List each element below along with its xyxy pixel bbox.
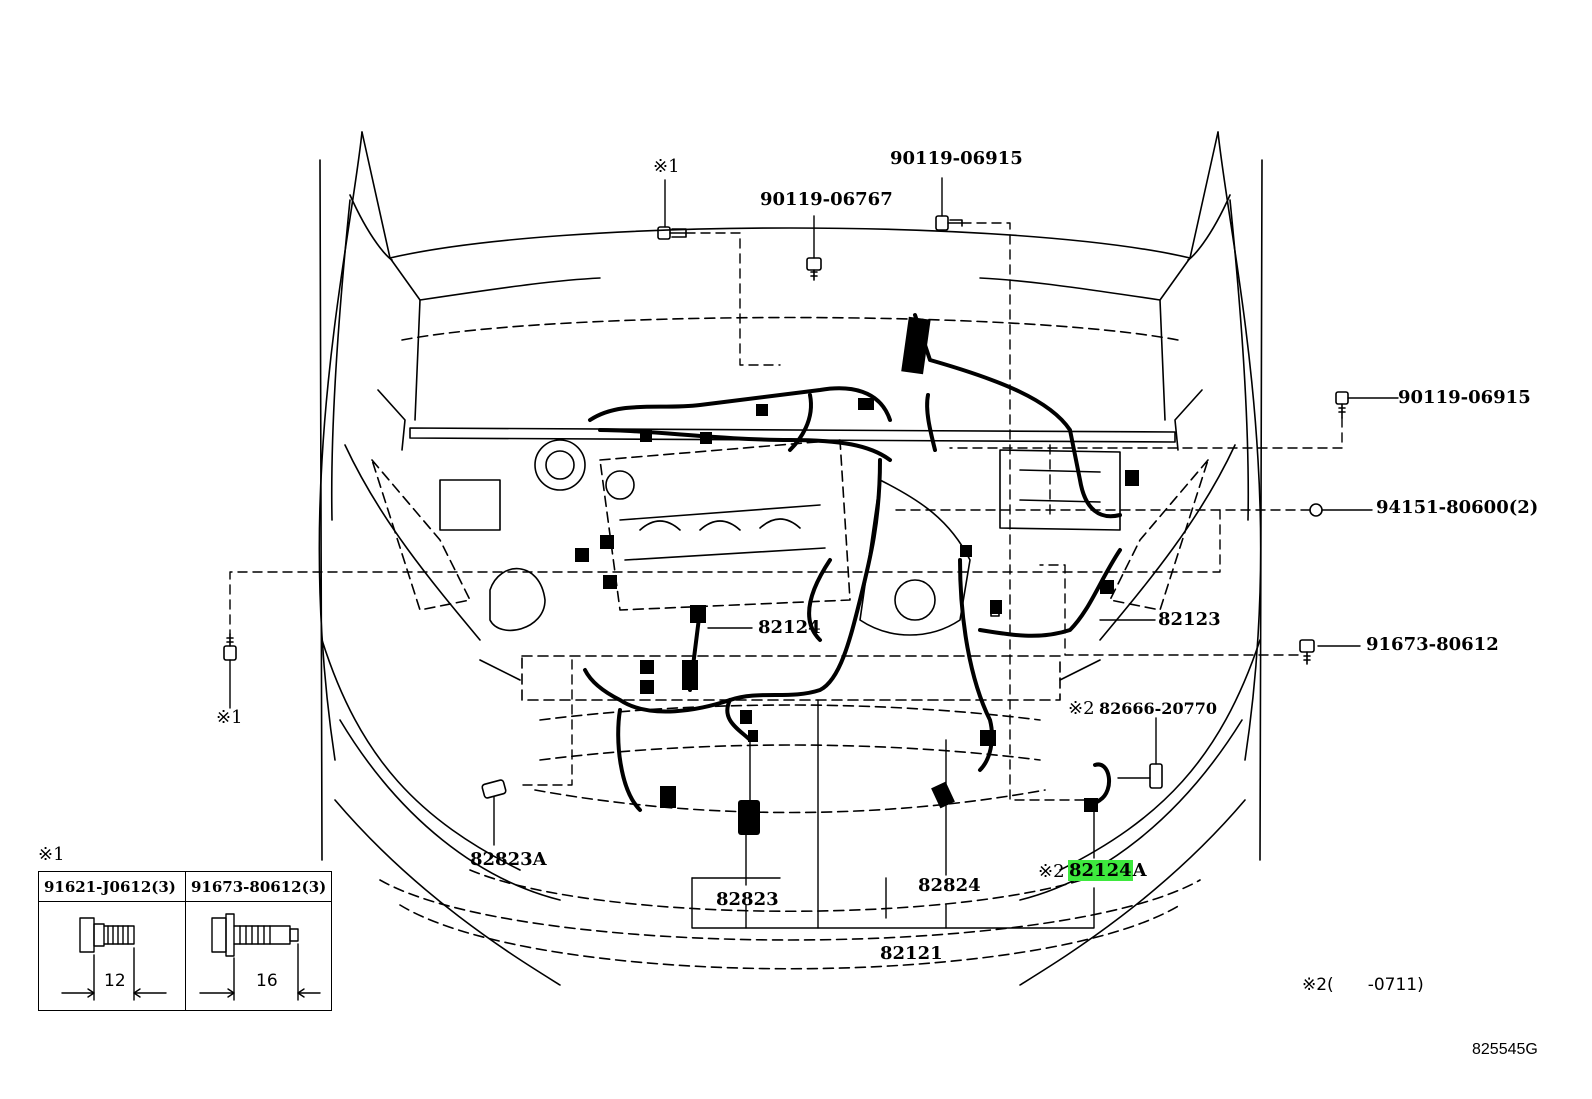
- legend-bolt-drawings: [61, 913, 321, 1001]
- wire-harness: [583, 313, 1122, 812]
- note2-82124A-label: ※2: [1038, 861, 1065, 882]
- legend-part-1: 91621-J0612(3): [44, 878, 176, 896]
- leader-lines: [229, 177, 1399, 929]
- legend-part-2: 91673-80612(3): [191, 878, 327, 896]
- figure-reference-number: 825545G: [1472, 1041, 1538, 1058]
- part-suffix: A: [1132, 860, 1147, 881]
- legend-column-divider: [185, 872, 186, 1010]
- footnote-note2: ※2( -0711): [1302, 975, 1424, 995]
- note2-82666-label: ※2: [1068, 698, 1095, 719]
- part-label-94151-80600[interactable]: 94151-80600(2): [1376, 497, 1539, 518]
- bolt-icon-91673-80612: [1299, 639, 1315, 665]
- legend-length-2: 16: [256, 971, 278, 991]
- part-label-82123[interactable]: 82123: [1158, 609, 1221, 630]
- bolt-icon-note1-left: [223, 633, 237, 661]
- highlighted-part-number: 82124: [1068, 860, 1133, 881]
- part-label-90119-06767[interactable]: 90119-06767: [760, 189, 893, 210]
- part-label-82823A[interactable]: 82823A: [470, 849, 547, 870]
- bolt-icon-90119-06915-right: [1335, 391, 1349, 419]
- part-label-90119-06915-top[interactable]: 90119-06915: [890, 148, 1023, 169]
- bolt-icon-note1-top: [657, 226, 687, 240]
- part-label-82124[interactable]: 82124: [758, 617, 821, 638]
- part-label-90119-06915-right[interactable]: 90119-06915: [1398, 387, 1531, 408]
- note1-top-label: ※1: [653, 156, 680, 177]
- part-label-82121[interactable]: 82121: [880, 943, 943, 964]
- bolt-icon-90119-06767: [806, 257, 822, 281]
- car-body-outline: [318, 131, 1263, 986]
- bolt-icon-90119-06915-top: [935, 215, 963, 231]
- part-label-82666-20770[interactable]: 82666-20770: [1099, 699, 1217, 718]
- note1-left-label: ※1: [216, 707, 243, 728]
- legend-table: 91621-J0612(3) 91673-80612(3): [38, 871, 332, 1011]
- part-label-91673-80612[interactable]: 91673-80612: [1366, 634, 1499, 655]
- connectors: [575, 316, 1139, 835]
- legend-length-1: 12: [104, 971, 126, 991]
- engine-block: [439, 439, 1121, 636]
- part-label-82124A[interactable]: 82124A: [1068, 860, 1147, 881]
- part-label-82823[interactable]: 82823: [716, 889, 779, 910]
- part-label-82824[interactable]: 82824: [918, 875, 981, 896]
- legend-title: ※1: [38, 844, 65, 865]
